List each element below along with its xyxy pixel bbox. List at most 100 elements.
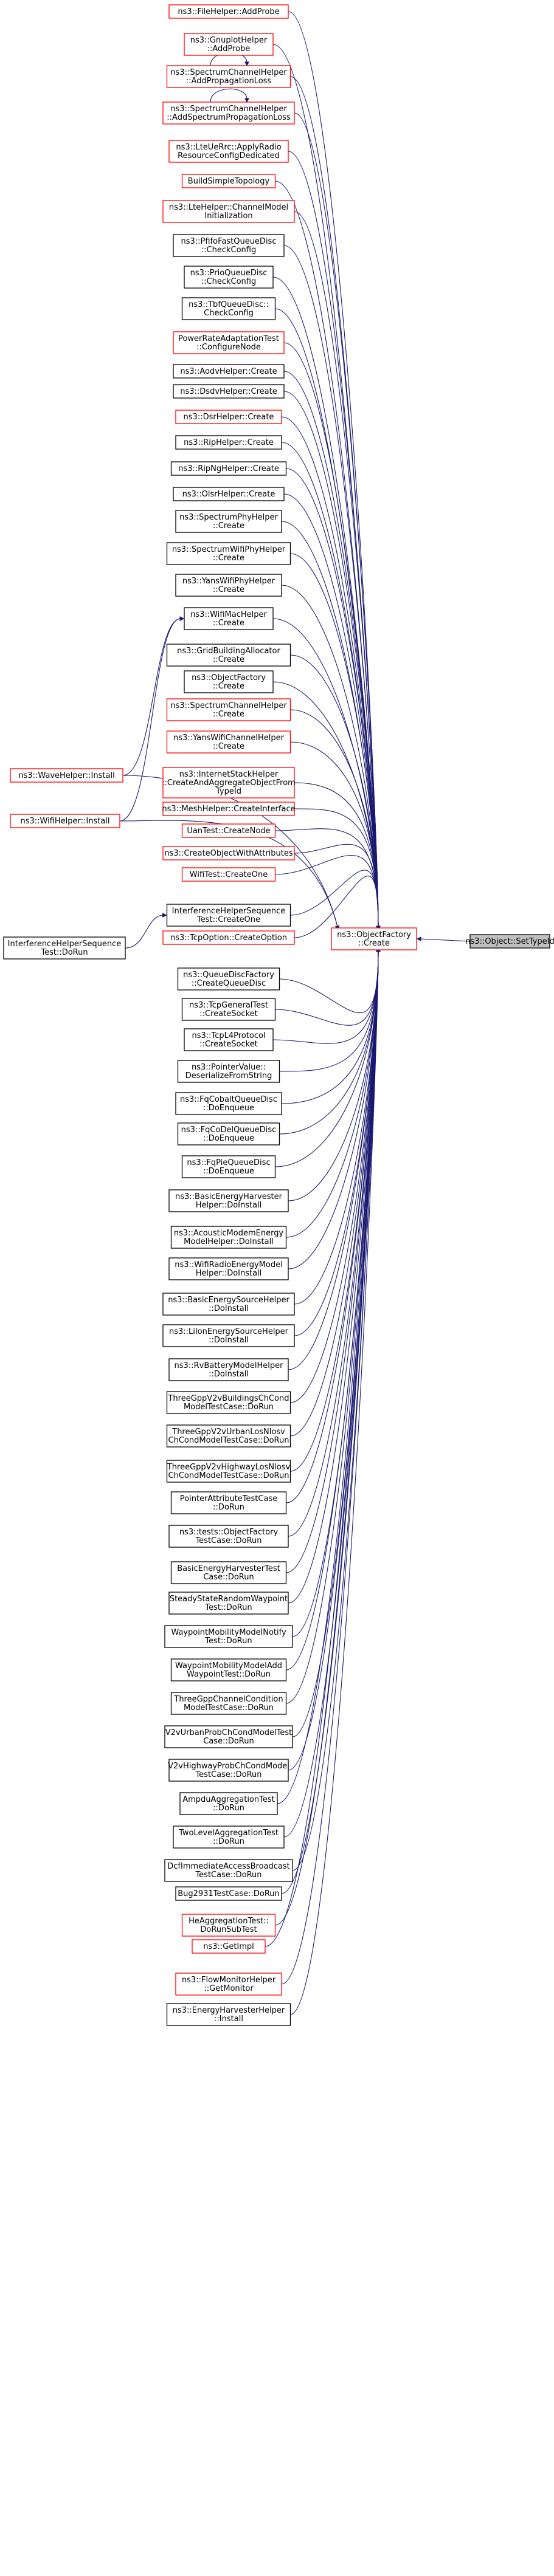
call-edge bbox=[275, 947, 381, 1167]
node-box bbox=[184, 670, 274, 693]
caller-node[interactable]: ns3::FqCobaltQueueDisc::DoEnqueue bbox=[175, 1092, 282, 1115]
caller-node[interactable]: ns3::BasicEnergyHarvesterHelper::DoInsta… bbox=[168, 1189, 289, 1212]
caller-node[interactable]: ns3::TbfQueueDisc::CheckConfig bbox=[181, 297, 276, 320]
target-node[interactable]: ns3::Object::SetTypeId bbox=[465, 934, 554, 949]
caller-node[interactable]: ns3::YansWifiChannelHelper::Create bbox=[166, 730, 291, 754]
caller-node[interactable]: BuildSimpleTopology bbox=[181, 174, 276, 188]
node-label: ns3::RvBatteryModelHelper bbox=[175, 1361, 284, 1370]
caller-node[interactable]: InterferenceHelperSequenceTest::CreateOn… bbox=[166, 904, 291, 927]
node-label: ns3::TcpL4Protocol bbox=[192, 1031, 265, 1040]
node-label: ::CreateAndAggregateObjectFrom bbox=[162, 778, 296, 788]
caller-node[interactable]: ns3::QueueDiscFactory::CreateQueueDisc bbox=[177, 967, 280, 991]
caller-node[interactable]: WifiTest::CreateOne bbox=[181, 867, 276, 882]
call-edge bbox=[125, 913, 167, 949]
caller-node[interactable]: ns3::SpectrumChannelHelper::AddPropagati… bbox=[166, 65, 291, 88]
caller-node[interactable]: ns3::PointerValue::DeserializeFromString bbox=[177, 1060, 280, 1083]
node-label: ns3::ObjectFactory bbox=[192, 673, 266, 682]
node-box bbox=[181, 998, 276, 1021]
caller-node[interactable]: ns3::WifiMacHelper::Create bbox=[184, 607, 274, 630]
caller-node[interactable]: ns3::FqCoDelQueueDisc::DoEnqueue bbox=[177, 1122, 280, 1145]
caller-node[interactable]: ns3::TcpGeneralTest::CreateSocket bbox=[181, 998, 276, 1021]
caller-node[interactable]: ns3::WifiRadioEnergyModelHelper::DoInsta… bbox=[168, 1257, 289, 1280]
side-caller-node[interactable]: ns3::WaveHelper::Install bbox=[10, 768, 123, 783]
caller-node[interactable]: ns3::GridBuildingAllocator::Create bbox=[166, 644, 291, 667]
caller-node[interactable]: ThreeGppV2vUrbanLosNlosvChCondModelTestC… bbox=[166, 1424, 291, 1448]
node-box bbox=[170, 1491, 287, 1514]
caller-node[interactable]: HeAggregationTest::DoRunSubTest bbox=[181, 1914, 276, 1937]
caller-node[interactable]: ThreeGppV2vBuildingsChCondModelTestCase:… bbox=[166, 1391, 291, 1414]
caller-node[interactable]: ns3::SpectrumPhyHelper::Create bbox=[175, 510, 282, 533]
caller-node[interactable]: ns3::AodvHelper::Create bbox=[173, 364, 285, 379]
caller-node[interactable]: ns3::FqPieQueueDisc::DoEnqueue bbox=[181, 1155, 276, 1178]
caller-node[interactable]: ns3::PfifoFastQueueDisc::CheckConfig bbox=[173, 234, 285, 257]
caller-node[interactable]: ns3::SpectrumWifiPhyHelper::Create bbox=[166, 542, 291, 565]
caller-node[interactable]: ns3::YansWifiPhyHelper::Create bbox=[175, 574, 282, 597]
caller-node[interactable]: TwoLevelAggregationTest::DoRun bbox=[173, 1826, 285, 1849]
node-box bbox=[173, 234, 285, 257]
node-label: DeserializeFromString bbox=[185, 1071, 272, 1080]
node-label: ::DoRun bbox=[213, 1503, 244, 1512]
caller-node[interactable]: ns3::LteHelper::ChannelModelInitializati… bbox=[162, 200, 295, 223]
caller-node[interactable]: ns3::TcpOption::CreateOption bbox=[162, 930, 295, 945]
node-box bbox=[162, 930, 295, 945]
node-label: Helper::DoInstall bbox=[196, 1269, 262, 1278]
caller-node[interactable]: ns3::TcpL4Protocol::CreateSocket bbox=[184, 1028, 274, 1051]
side-caller-node[interactable]: ns3::WifiHelper::Install bbox=[10, 814, 120, 828]
caller-node[interactable]: ns3::CreateObjectWithAttributes bbox=[162, 846, 295, 860]
caller-node[interactable]: ns3::ObjectFactory::Create bbox=[184, 670, 274, 693]
call-edge bbox=[286, 947, 381, 1704]
caller-node[interactable]: WaypointMobilityModelAddWaypointTest::Do… bbox=[170, 1658, 287, 1681]
caller-node[interactable]: DcfImmediateAccessBroadcastTestCase::DoR… bbox=[164, 1859, 293, 1882]
node-label: ns3::FileHelper::AddProbe bbox=[178, 7, 279, 16]
node-box bbox=[175, 1973, 282, 1996]
caller-node[interactable]: AmpduAggregationTest::DoRun bbox=[179, 1792, 278, 1815]
caller-node[interactable]: ns3::LteUeRrc::ApplyRadioResourceConfigD… bbox=[168, 140, 289, 163]
caller-node[interactable]: ns3::PrioQueueDisc::CheckConfig bbox=[184, 266, 274, 289]
caller-node[interactable]: ns3::GnuplotHelper::AddProbe bbox=[184, 33, 274, 56]
node-label: ns3::BasicEnergySourceHelper bbox=[168, 1296, 289, 1305]
caller-node[interactable]: ns3::AcousticModemEnergyModelHelper::DoI… bbox=[170, 1226, 287, 1249]
node-box bbox=[168, 1525, 289, 1548]
caller-node[interactable]: ThreeGppV2vHighwayLosNlosvChCondModelTes… bbox=[167, 1460, 291, 1483]
caller-node[interactable]: ns3::SpectrumChannelHelper::Create bbox=[166, 698, 291, 721]
caller-node[interactable]: ns3::RvBatteryModelHelper::DoInstall bbox=[168, 1358, 289, 1381]
node-label: ::DoInstall bbox=[209, 1370, 249, 1379]
caller-node[interactable]: ns3::BasicEnergySourceHelper::DoInstall bbox=[162, 1293, 295, 1316]
node-box bbox=[181, 867, 276, 882]
node-label: ns3::SpectrumChannelHelper bbox=[170, 68, 287, 77]
node-box bbox=[173, 487, 285, 501]
caller-node[interactable]: ThreeGppChannelConditionModelTestCase::D… bbox=[170, 1692, 287, 1715]
caller-node[interactable]: Bug2931TestCase::DoRun bbox=[175, 1886, 282, 1901]
caller-node[interactable]: ns3::OlsrHelper::Create bbox=[173, 487, 285, 501]
caller-node[interactable]: PointerAttributeTestCase::DoRun bbox=[170, 1491, 287, 1514]
caller-node[interactable]: PowerRateAdaptationTest::ConfigureNode bbox=[173, 331, 285, 354]
caller-node[interactable]: ns3::RipNgHelper::Create bbox=[170, 461, 287, 476]
caller-node[interactable]: ns3::RipHelper::Create bbox=[175, 435, 282, 450]
caller-node[interactable]: ns3::InternetStackHelper::CreateAndAggre… bbox=[162, 767, 296, 799]
node-label: ns3::SpectrumChannelHelper bbox=[170, 701, 287, 710]
caller-node[interactable]: ns3::DsdvHelper::Create bbox=[173, 384, 285, 399]
hub-node[interactable]: ns3::ObjectFactory::Create bbox=[331, 927, 417, 950]
call-edge bbox=[119, 616, 185, 822]
caller-node[interactable]: ns3::EnergyHarvesterHelper::Install bbox=[166, 2003, 291, 2026]
caller-node[interactable]: ns3::SpectrumChannelHelper::AddSpectrumP… bbox=[162, 101, 295, 125]
caller-node[interactable]: UanTest::CreateNode bbox=[181, 823, 276, 838]
caller-node[interactable]: ns3::LiIonEnergySourceHelper::DoInstall bbox=[162, 1324, 295, 1347]
node-box bbox=[173, 364, 285, 379]
node-box bbox=[173, 1826, 285, 1849]
node-label: ::CheckConfig bbox=[201, 277, 256, 286]
caller-node[interactable]: ns3::GetImpl bbox=[192, 1939, 266, 1954]
caller-node[interactable]: ns3::FlowMonitorHelper::GetMonitor bbox=[175, 1973, 282, 1996]
caller-node[interactable]: ns3::MeshHelper::CreateInterface bbox=[162, 802, 296, 816]
node-box bbox=[469, 934, 550, 949]
caller-node[interactable]: ns3::DsrHelper::Create bbox=[175, 410, 282, 424]
node-label: ns3::FlowMonitorHelper bbox=[182, 1976, 276, 1985]
caller-node[interactable]: ns3::FileHelper::AddProbe bbox=[168, 4, 289, 19]
